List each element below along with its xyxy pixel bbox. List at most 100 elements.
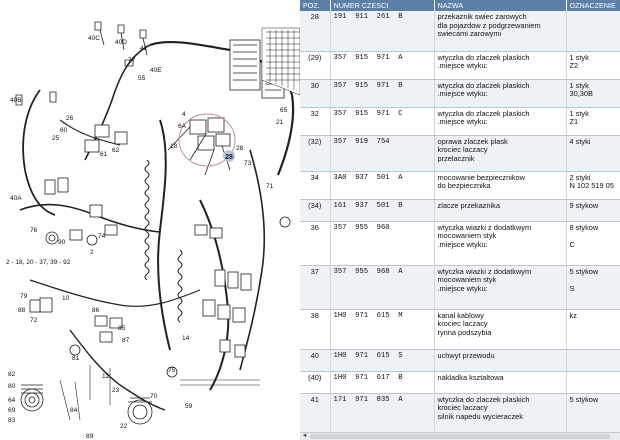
coiled-conduit — [144, 159, 150, 281]
name-line: wtyczka wiazki z dodatkwym — [437, 266, 532, 276]
cell-designation — [566, 349, 620, 372]
name-line: wtyczka do zlaczek plaskich — [437, 108, 530, 118]
callout: 18 — [170, 143, 178, 150]
bottom-cables — [59, 365, 260, 421]
callout: 21 — [276, 119, 284, 126]
callout: 2 — [90, 249, 94, 256]
cell-designation — [566, 11, 620, 52]
callout: 83 — [8, 417, 16, 424]
wiring-diagram: 28 40C 40D 41 77 40E 55 65 21 40B 25 26 … — [0, 0, 300, 440]
cell-position: 32 — [300, 107, 331, 136]
name-line: silnik napedu wycieraczek — [437, 411, 523, 421]
left-connectors — [29, 124, 128, 343]
column-header: NAZWA — [434, 0, 567, 11]
cell-part-number: 357 919 754 — [330, 135, 435, 172]
cell-part-number: 1H0 971 617 B — [330, 371, 435, 394]
designation-line: 5 stykow — [569, 394, 599, 404]
callout: 69 — [8, 407, 16, 414]
cell-position: (40) — [300, 371, 331, 394]
designation-line: kz — [569, 310, 577, 320]
cell-part-number: 357 915 971 A — [330, 51, 435, 80]
name-line: .miejsce wtyku: — [437, 239, 488, 249]
cell-position: (32) — [300, 135, 331, 172]
callout: 76 — [30, 227, 38, 234]
name-line: przekaznik swiec zarowych — [437, 12, 527, 21]
cell-name: nakladka ksztaltowa — [434, 371, 567, 394]
cell-part-number: 357 955 960 — [330, 221, 435, 266]
cell-designation: 4 styki — [566, 135, 620, 172]
designation-line — [570, 276, 617, 285]
designation-line: 5 stykow — [569, 266, 599, 276]
name-line: nakladka ksztaltowa — [437, 372, 504, 382]
column-header: POZ. — [300, 0, 331, 11]
callout: 85 — [118, 325, 126, 332]
callout: 40D — [115, 39, 127, 46]
name-line: krociec laczacy — [437, 145, 488, 155]
name-line: uchwyt przewodu — [437, 350, 495, 360]
callout: 25 — [52, 135, 60, 142]
cell-position: 34 — [300, 171, 331, 200]
name-line: swiecami zarowymi — [437, 29, 502, 39]
horizontal-scrollbar[interactable]: ◄ — [300, 432, 620, 440]
harness-branch-center — [157, 119, 171, 351]
cell-part-number: 1H0 971 615 M — [330, 309, 435, 350]
harness-lower-cable — [29, 279, 201, 307]
cell-position: 28 — [300, 11, 331, 52]
highlight-marker — [223, 150, 235, 162]
scrollbar-thumb[interactable] — [310, 434, 610, 439]
callout: 71 — [266, 183, 274, 190]
harness-to-motor — [69, 329, 166, 411]
cell-part-number: 161 937 501 B — [330, 199, 435, 222]
scroll-left-icon[interactable]: ◄ — [301, 433, 308, 439]
name-line: oprawa zlaczek plask — [437, 136, 508, 146]
name-line: .miejsce wtyku: — [437, 283, 488, 293]
name-line: mocowaniem styk — [437, 275, 497, 285]
name-line: zlacze przekaznika — [437, 200, 500, 210]
name-line: wtyczka wiazki z dodatkwym — [437, 222, 532, 232]
name-line: .miejsce wtyku: — [437, 89, 488, 99]
name-line: wtyczka do zlaczek plaskich — [437, 80, 530, 90]
name-line: wtyczka do zlaczek plaskich — [437, 394, 530, 404]
name-line: krociec laczacy — [437, 403, 488, 413]
designation-line: N 102 519 05 — [569, 181, 614, 191]
cell-position: 38 — [300, 309, 331, 350]
upper-clips — [15, 21, 148, 106]
cell-part-number: 191 911 261 B — [330, 11, 435, 52]
cell-name: wtyczka do zlaczek plaskich.miejsce wtyk… — [434, 79, 567, 108]
callout: 75 — [168, 367, 176, 374]
callout: 62 — [112, 147, 120, 154]
callout: 64 — [8, 397, 16, 404]
cell-name: zlacze przekaznika — [434, 199, 567, 222]
callout: 87 — [122, 337, 130, 344]
cell-position: 37 — [300, 265, 331, 310]
callout: 10 — [62, 295, 70, 302]
callout: 26 — [66, 115, 74, 122]
highlight-label: 28 — [225, 154, 233, 161]
callout: 82 — [8, 371, 16, 378]
cell-part-number: 357 955 968 A — [330, 265, 435, 310]
callout: 70 — [150, 393, 158, 400]
designation-line: S — [569, 283, 575, 293]
wiper-motor — [127, 397, 153, 425]
